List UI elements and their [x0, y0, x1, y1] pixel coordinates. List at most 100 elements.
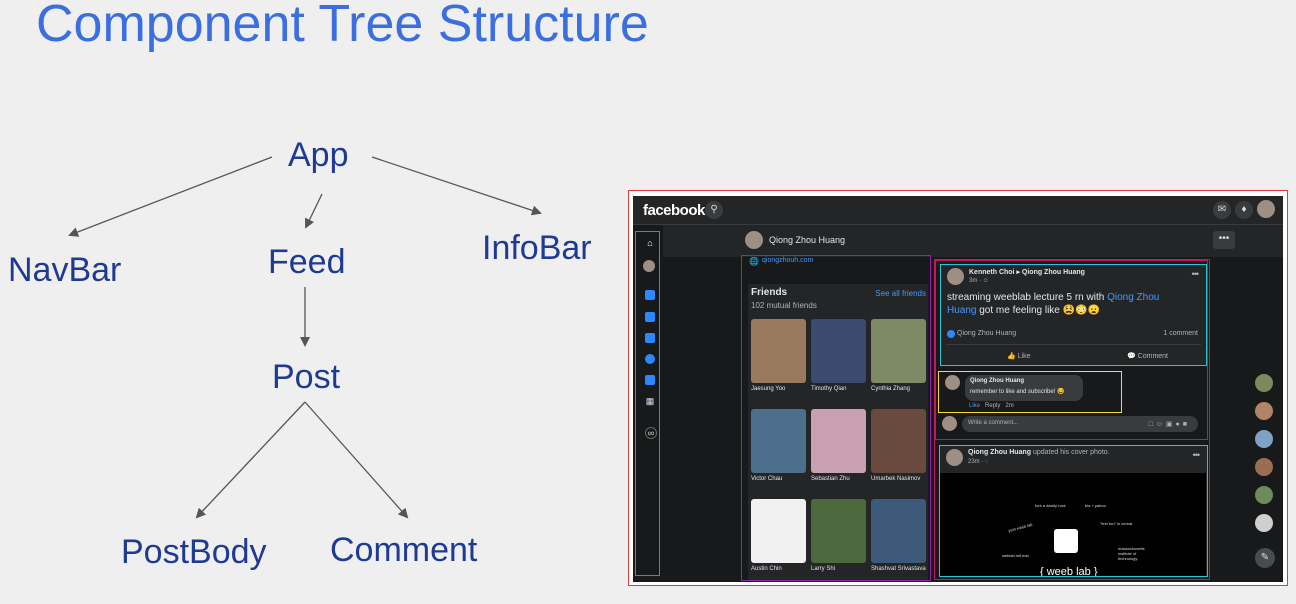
friend-card[interactable]: Shashvat Srivastava: [871, 499, 926, 573]
comment-button[interactable]: 💬 Comment: [1127, 353, 1169, 360]
profile-header: Qiong Zhou Huang •••: [663, 225, 1283, 257]
friend-photo[interactable]: [751, 499, 806, 563]
contact-avatar[interactable]: [1255, 374, 1273, 392]
post2-title: Qiong Zhou Huang updated his cover photo…: [968, 449, 1110, 456]
profile-name[interactable]: Qiong Zhou Huang: [769, 235, 846, 245]
node-infobar: InfoBar: [482, 229, 592, 267]
friend-card[interactable]: Austin Chin: [751, 499, 806, 573]
author-avatar[interactable]: [947, 268, 964, 285]
mutual-friends: 102 mutual friends: [751, 301, 817, 310]
pages-icon[interactable]: [645, 375, 655, 385]
cover-photo[interactable]: fork a daddy rock bla + yahoo yeet weeb.…: [940, 473, 1206, 576]
friend-photo[interactable]: [871, 409, 926, 473]
new-message-icon[interactable]: ✎: [1255, 548, 1275, 568]
friend-photo[interactable]: [811, 409, 866, 473]
friend-name[interactable]: Umarbek Nasimov: [871, 476, 921, 482]
infobar-highlight: 🌐 qiongzhouh.com Friends 102 mutual frie…: [741, 255, 931, 581]
divider: [947, 344, 1201, 345]
post-highlight: Kenneth Choi ▸ Qiong Zhou Huang 3m · ☺ •…: [935, 260, 1208, 440]
comment-like-button[interactable]: Like: [969, 403, 981, 409]
friend-card[interactable]: Timothy Qian: [811, 319, 866, 393]
friend-photo[interactable]: [811, 319, 866, 383]
post-author[interactable]: Kenneth Choi ▸ Qiong Zhou Huang: [969, 269, 1085, 276]
my-avatar: [942, 416, 957, 431]
contact-avatar[interactable]: [1255, 430, 1273, 448]
friends-icon[interactable]: [645, 290, 655, 300]
edge-app-navbar: [68, 156, 273, 237]
contact-avatar[interactable]: [1255, 486, 1273, 504]
home-icon[interactable]: ⌂: [647, 238, 653, 248]
cover-word: bla + yahoo: [1085, 503, 1106, 508]
node-app: App: [288, 136, 349, 174]
contact-avatar[interactable]: [1255, 402, 1273, 420]
watch-icon[interactable]: [645, 312, 655, 322]
grid-icon[interactable]: ▦: [645, 396, 655, 406]
comment-actions: Like Reply 2m: [969, 403, 1014, 409]
cover-word: fork a daddy rock: [1035, 503, 1066, 508]
cover-post: Qiong Zhou Huang updated his cover photo…: [939, 445, 1208, 577]
friend-name[interactable]: Jaesung Yoo: [751, 386, 786, 392]
profile-avatar[interactable]: [745, 231, 763, 249]
comment-tool-icons[interactable]: □☺▣●■: [1148, 421, 1190, 428]
friend-card[interactable]: Larry Shi: [811, 499, 866, 573]
friends-card: Friends 102 mutual friends See all frien…: [748, 284, 928, 580]
bell-icon[interactable]: ♦: [1235, 201, 1253, 219]
see-all-friends-link[interactable]: See all friends: [875, 289, 926, 298]
more-button[interactable]: •••: [1213, 231, 1235, 249]
commenter-name[interactable]: Qiong Zhou Huang: [970, 378, 1024, 384]
friend-card[interactable]: Victor Chau: [751, 409, 806, 483]
post-meta: 3m · ☺: [969, 278, 989, 284]
nav-avatar[interactable]: [643, 260, 655, 272]
friend-name[interactable]: Austin Chin: [751, 566, 782, 572]
friend-photo[interactable]: [751, 409, 806, 473]
friend-name[interactable]: Cynthia Zhang: [871, 386, 911, 392]
website-link[interactable]: qiongzhouh.com: [762, 257, 814, 264]
friend-photo[interactable]: [871, 319, 926, 383]
post-text: streaming weeblab lecture 5 rn with Qion…: [947, 291, 1187, 317]
friend-card[interactable]: Umarbek Nasimov: [871, 409, 926, 483]
globe-icon: 🌐: [749, 257, 759, 266]
friend-name[interactable]: Larry Shi: [811, 566, 836, 572]
post2-meta: 23m · ◌: [968, 459, 989, 465]
write-comment-placeholder: Write a comment...: [968, 420, 1019, 426]
friend-name[interactable]: Victor Chau: [751, 476, 783, 482]
commenter-avatar[interactable]: [945, 375, 960, 390]
avatar[interactable]: [1257, 200, 1275, 218]
friend-photo[interactable]: [811, 499, 866, 563]
post2-avatar[interactable]: [946, 449, 963, 466]
friend-photo[interactable]: [871, 499, 926, 563]
friend-name[interactable]: Sebastian Zhu: [811, 476, 850, 482]
write-comment-input[interactable]: Write a comment... □☺▣●■: [962, 416, 1198, 432]
like-button[interactable]: 👍 Like: [1007, 353, 1031, 360]
friend-card[interactable]: Cynthia Zhang: [871, 319, 926, 393]
groups-icon[interactable]: [645, 354, 655, 364]
friend-card[interactable]: Jaesung Yoo: [751, 319, 806, 393]
cover-word: massachusetts institute of technology: [1118, 546, 1145, 561]
link-icon[interactable]: ∞: [645, 427, 657, 439]
post2-author[interactable]: Qiong Zhou Huang: [968, 449, 1031, 456]
friend-name[interactable]: Shashvat Srivastava: [871, 566, 926, 572]
messenger-icon[interactable]: ✉: [1213, 201, 1231, 219]
friend-photo[interactable]: [751, 319, 806, 383]
post-text-link[interactable]: Qiong Zhou Huang: [947, 292, 1160, 316]
facebook-logo[interactable]: facebook: [643, 202, 705, 219]
comment-time: 2m: [1005, 403, 1014, 409]
friend-card[interactable]: Sebastian Zhu: [811, 409, 866, 483]
post2-more-button[interactable]: •••: [1192, 450, 1201, 460]
contact-avatar[interactable]: [1255, 458, 1273, 476]
comment-text: remember to like and subscribe! 😂: [970, 389, 1065, 395]
friend-name[interactable]: Timothy Qian: [811, 386, 847, 392]
cover-word: weblab.mit.edu: [1002, 553, 1029, 558]
marketplace-icon[interactable]: [645, 333, 655, 343]
contact-avatar[interactable]: [1255, 514, 1273, 532]
edge-app-infobar: [371, 156, 542, 216]
comment-reply-button[interactable]: Reply: [985, 403, 1001, 409]
facebook-ui: facebook ⚲ ✉ ♦ ⌂ ▦ ∞ Qiong Zhou Huang ••…: [633, 196, 1283, 582]
post-text-a: streaming weeblab lecture 5 rn with: [947, 292, 1108, 303]
feed-highlight: Kenneth Choi ▸ Qiong Zhou Huang 3m · ☺ •…: [934, 259, 1210, 580]
search-icon[interactable]: ⚲: [705, 201, 723, 219]
contacts-column: ✎: [1253, 366, 1277, 576]
comment-count[interactable]: 1 comment: [1163, 330, 1198, 337]
post-more-button[interactable]: •••: [1191, 269, 1200, 279]
reactor-name[interactable]: Qiong Zhou Huang: [957, 330, 1017, 337]
